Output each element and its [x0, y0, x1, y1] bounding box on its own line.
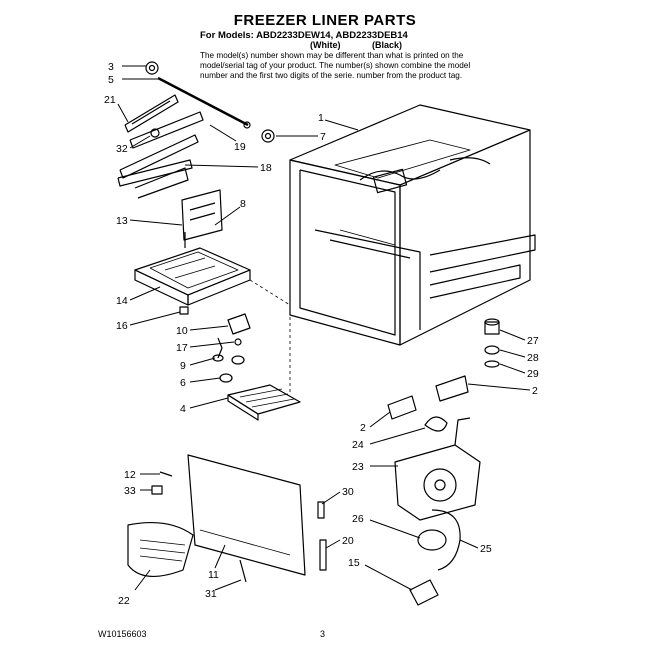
callout-18: 18 — [260, 162, 272, 174]
callout-28: 28 — [527, 352, 539, 364]
callout-26: 26 — [352, 513, 364, 525]
fan-blade-24 — [424, 416, 448, 432]
callout-20: 20 — [342, 535, 354, 547]
bracket-part-13 — [181, 189, 223, 248]
color-black-label: (Black) — [372, 40, 403, 50]
callout-1: 1 — [318, 112, 324, 124]
callout-21: 21 — [104, 94, 116, 106]
note-line: The model(s) number shown may be differe… — [200, 51, 464, 60]
small-parts-column — [179, 306, 251, 383]
page-title: FREEZER LINER PARTS — [233, 12, 417, 29]
track-assembly-19 — [119, 111, 204, 179]
callout-32: 32 — [116, 143, 128, 155]
callout-24: 24 — [352, 439, 364, 451]
callout-4: 4 — [180, 403, 186, 415]
fan-housing-23 — [394, 417, 481, 521]
document-id: W10156603 — [98, 629, 147, 639]
callout-30: 30 — [342, 486, 354, 498]
track-assembly-21 — [124, 94, 179, 133]
callout-17: 17 — [176, 342, 188, 354]
tray-part-14 — [134, 247, 251, 306]
callout-19: 19 — [234, 141, 246, 153]
shelf-part-4 — [227, 384, 301, 421]
fitting-part-7 — [261, 129, 275, 143]
model-note: The model(s) number shown may be differe… — [200, 51, 470, 81]
callout-16: 16 — [116, 320, 128, 332]
cap-part-3 — [145, 61, 159, 75]
callout-8: 8 — [240, 198, 246, 210]
callout-3: 3 — [108, 61, 114, 73]
callout-13: 13 — [116, 215, 128, 227]
callout-31: 31 — [205, 588, 217, 600]
bracket-part-15 — [409, 579, 439, 606]
grille-part-22 — [127, 521, 194, 577]
callout-10: 10 — [176, 325, 188, 337]
callout-2-right: 2 — [532, 385, 538, 397]
rod-part-5 — [157, 76, 249, 127]
leader-lines — [117, 65, 531, 591]
pad-part-2a — [387, 395, 417, 420]
models-line: For Models: ABD2233DEW14, ABD2233DEB14 — [200, 30, 408, 41]
pad-part-2b — [435, 375, 469, 402]
callout-5: 5 — [108, 74, 114, 86]
callout-15: 15 — [348, 557, 360, 569]
callout-labels: 3 5 21 32 19 7 1 18 8 13 14 16 10 17 9 6… — [104, 61, 539, 607]
callout-33: 33 — [124, 485, 136, 497]
cover-panel-11 — [187, 454, 306, 576]
callout-25: 25 — [480, 543, 492, 555]
callout-2-left: 2 — [360, 422, 366, 434]
color-white-label: (White) — [310, 40, 341, 50]
callout-11: 11 — [208, 569, 219, 581]
callout-6: 6 — [180, 377, 186, 389]
page-number: 3 — [320, 629, 326, 639]
valve-parts-27-29 — [484, 318, 500, 368]
callout-9: 9 — [180, 360, 186, 372]
track-assembly-18 — [117, 159, 193, 199]
callout-7: 7 — [320, 131, 326, 143]
note-line: model/serial tag of your product. The nu… — [200, 61, 471, 70]
callout-23: 23 — [352, 461, 364, 473]
callout-27: 27 — [527, 335, 539, 347]
callout-22: 22 — [118, 595, 130, 607]
freezer-liner-drawing — [289, 104, 536, 346]
note-line: number and the first two digits of the s… — [200, 71, 463, 80]
callout-29: 29 — [527, 368, 539, 380]
callout-12: 12 — [124, 469, 136, 481]
callout-14: 14 — [116, 295, 128, 307]
